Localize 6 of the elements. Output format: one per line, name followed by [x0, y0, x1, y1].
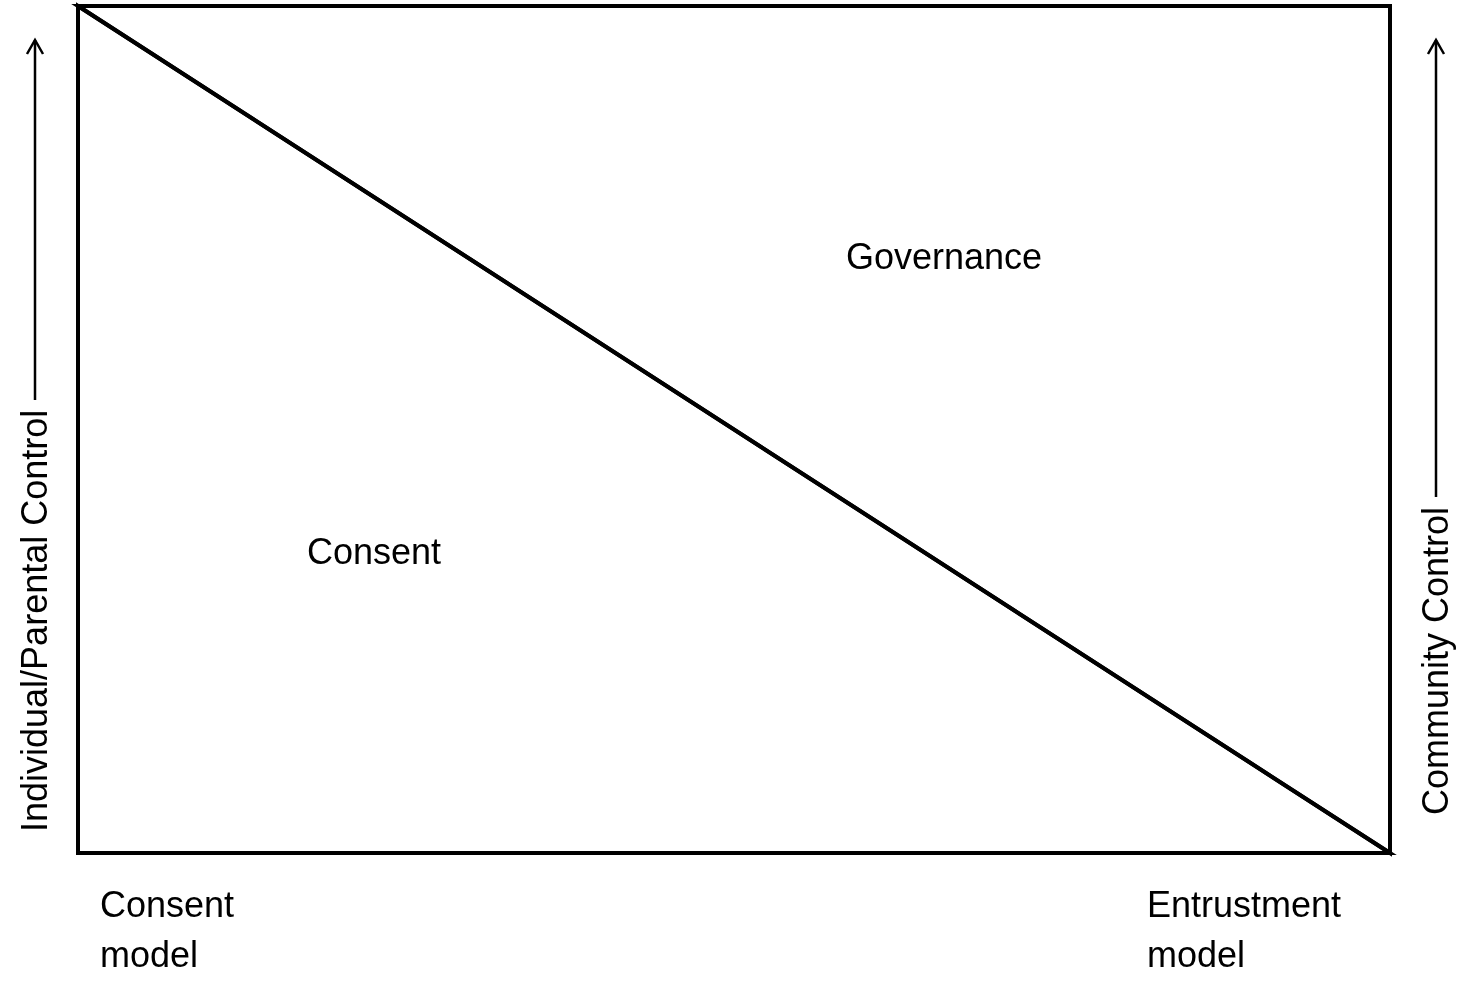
axis-label: Community Control	[1418, 506, 1454, 815]
axis-label: Individual/Parental Control	[17, 409, 53, 832]
region-label: Consent	[307, 534, 442, 570]
region-label: Governance	[846, 239, 1043, 275]
model-label: Consent model	[100, 883, 236, 977]
model-label: Entrustment model	[1147, 883, 1343, 977]
